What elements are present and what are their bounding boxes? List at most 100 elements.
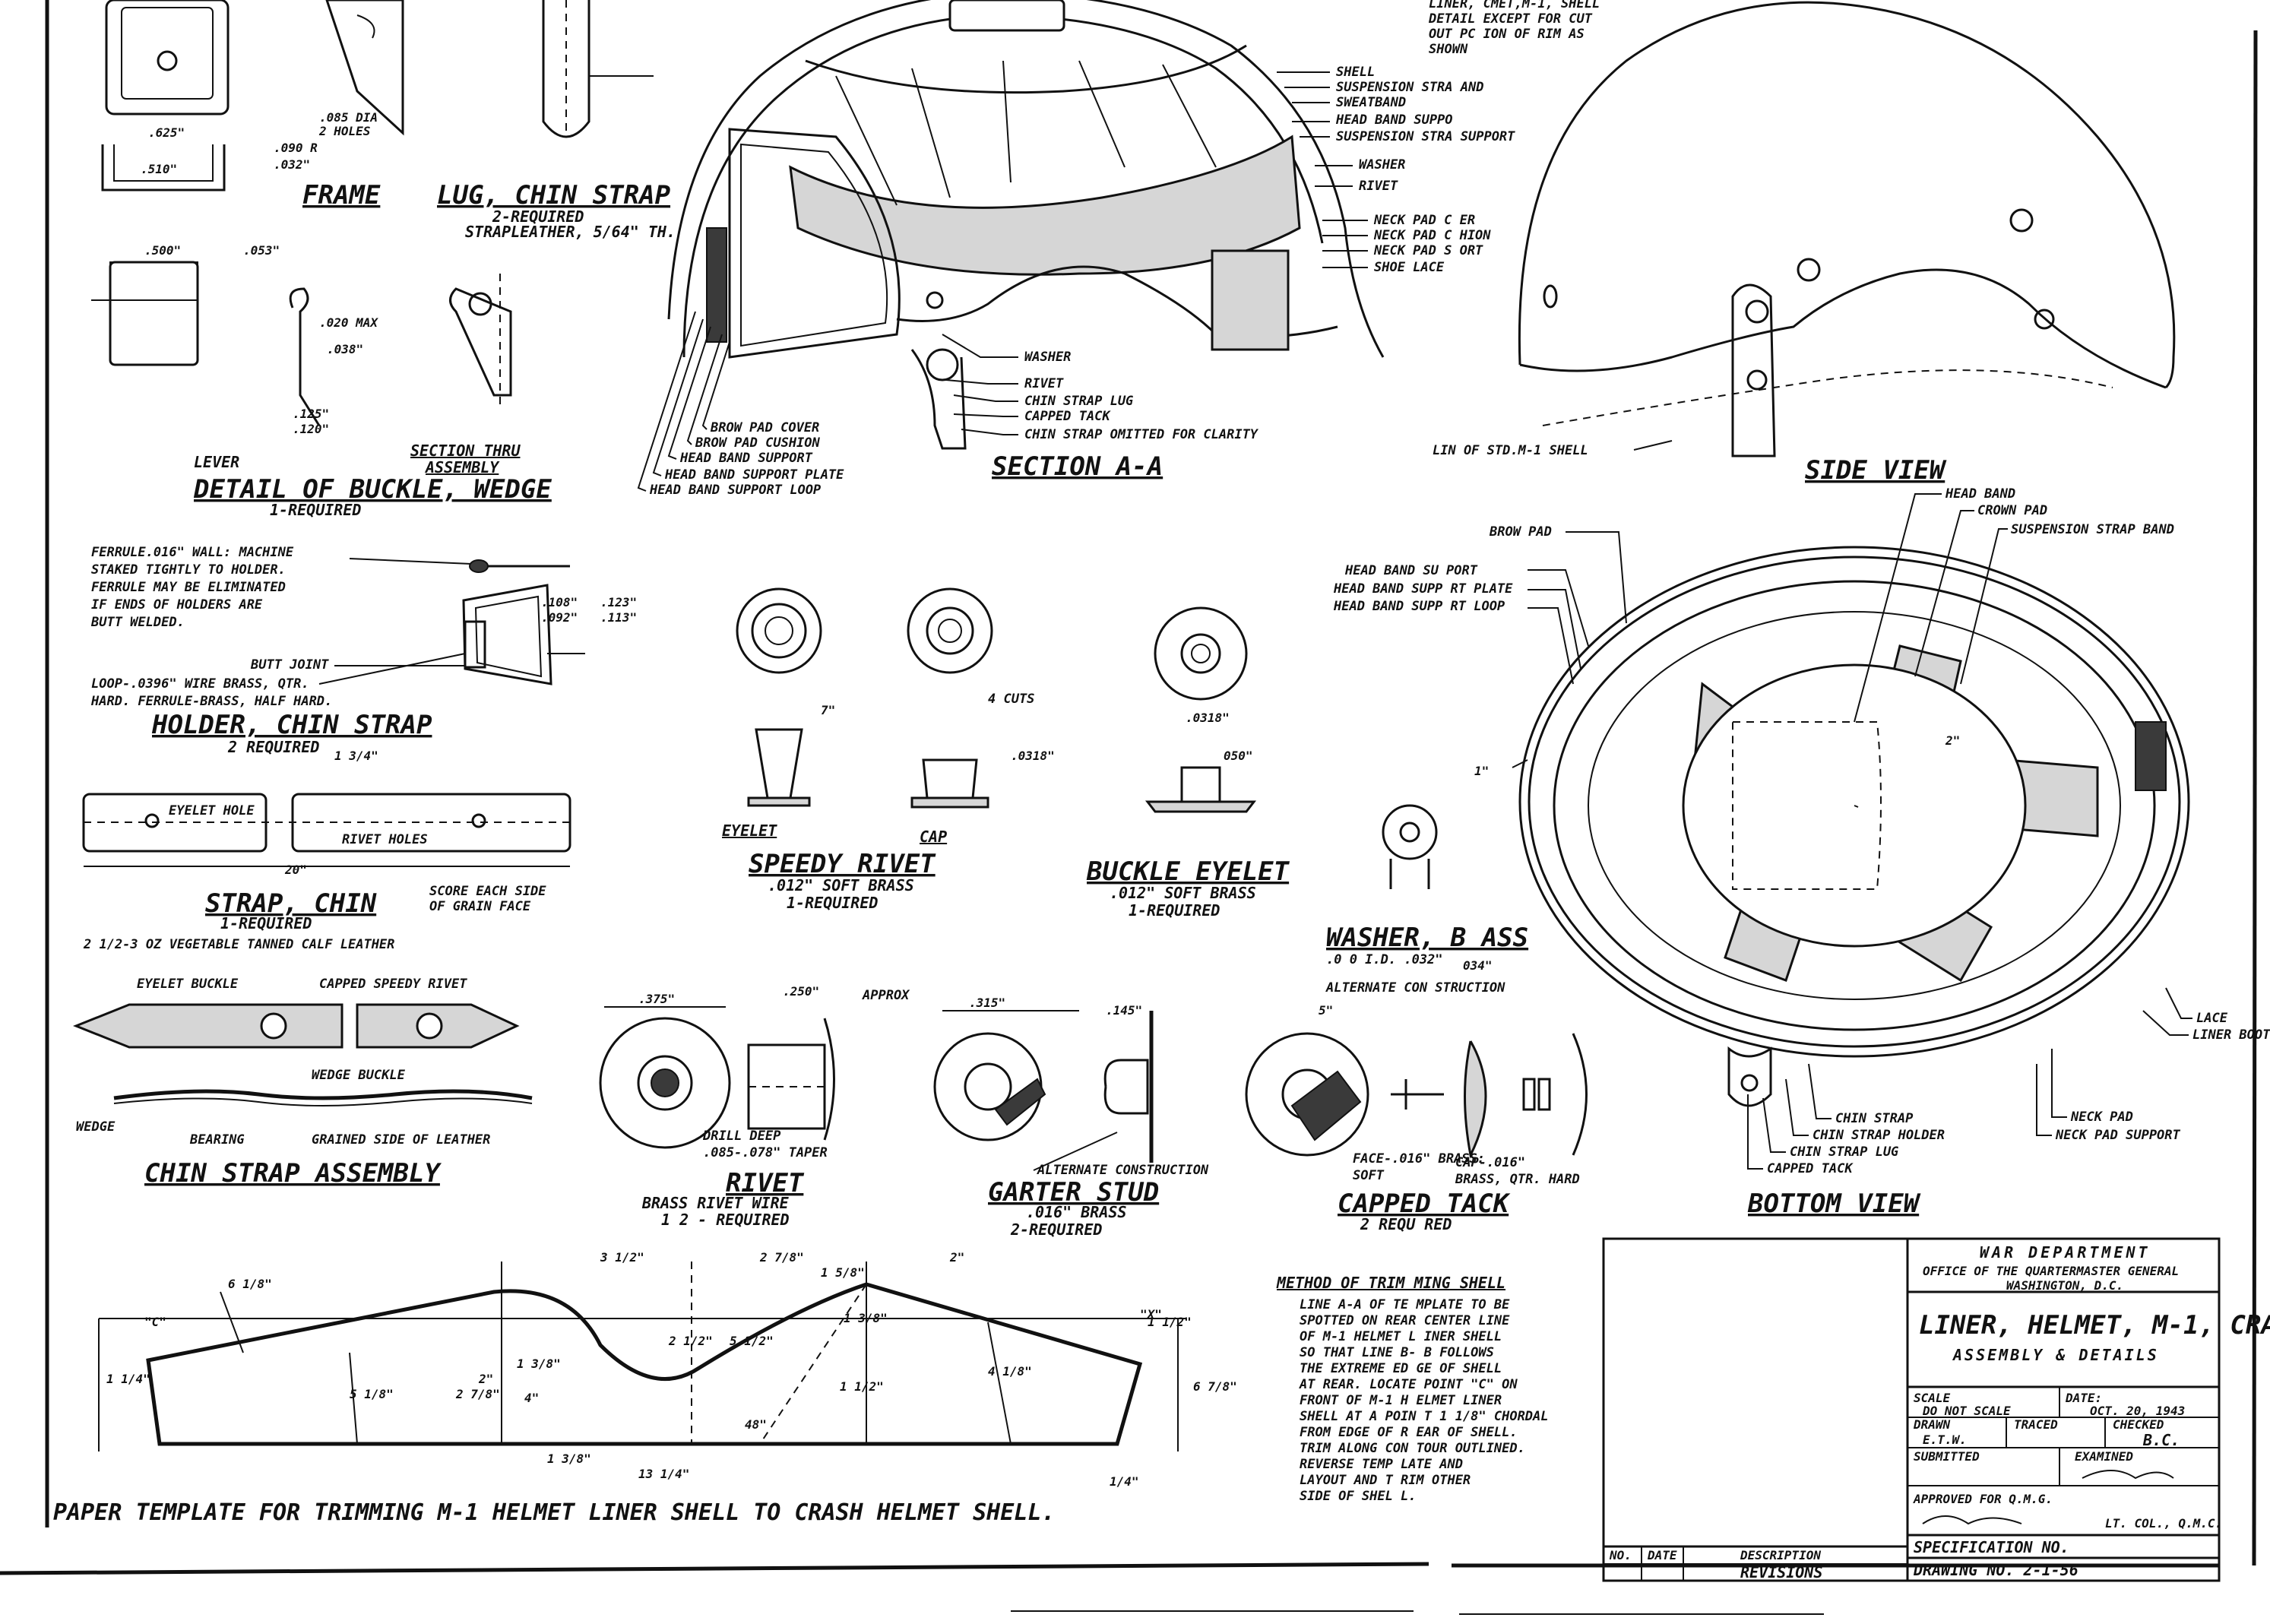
section-left-callouts: BROW PAD COVER BROW PAD CUSHION HEAD BAN… xyxy=(637,311,844,498)
dim-123: .123" xyxy=(600,595,637,609)
wedge-label: WEDGE xyxy=(76,1119,116,1135)
dim-125: .125" xyxy=(293,407,329,421)
washer-title: WASHER, B ASS xyxy=(1326,923,1528,953)
template-dim-10: 2 1/2" xyxy=(668,1334,713,1348)
method-line-13: SIDE OF SHEL L. xyxy=(1300,1489,1417,1504)
section-right-callouts: SHELL SUSPENSION STRA AND SWEATBAND HEAD… xyxy=(1277,65,1515,275)
grained-side-label: GRAINED SIDE OF LEATHER xyxy=(312,1132,490,1148)
dim-1-bottom: 1" xyxy=(1474,764,1489,778)
chin-strap-assembly-detail: EYELET BUCKLE CAPPED SPEEDY RIVET WEDGE … xyxy=(72,977,533,1148)
callout-brow-pad-cover: BROW PAD COVER xyxy=(710,420,819,435)
template-dim-3: 1 3/8" xyxy=(517,1356,561,1371)
dim-113: .113" xyxy=(600,610,637,625)
template-dim-4: 3 1/2" xyxy=(600,1250,644,1265)
bottom-view xyxy=(1512,546,2190,1107)
template-dim-19: 2 7/8" xyxy=(455,1387,500,1401)
buckle-eyelet-sub-1: .012" SOFT BRASS xyxy=(1110,884,1256,902)
side-view-note: LINER, CMET,M-1, SHELL DETAIL EXCEPT FOR… xyxy=(1428,0,1600,57)
callout-head-band-support-plate: HEAD BAND SUPPORT PLATE xyxy=(664,467,844,483)
rivet-holes-label: RIVET HOLES xyxy=(342,832,428,847)
dim-510: .510" xyxy=(141,162,177,176)
tb-drawn-label: DRAWN xyxy=(1913,1417,1951,1432)
method-line-6: AT REAR. LOCATE POINT "C" ON xyxy=(1299,1377,1518,1392)
dim-d0318-eyelet: .0318" xyxy=(1186,711,1230,725)
bottom-view-right-callouts: LACE LINER BOOT NECK PAD NECK PAD SUPPOR… xyxy=(2036,987,2270,1143)
butt-joint-label: BUTT JOINT xyxy=(250,657,329,673)
template-dim-13: 1 3/8" xyxy=(547,1451,591,1466)
method-line-11: REVERSE TEMP LATE AND xyxy=(1300,1457,1463,1472)
capped-speedy-label: CAPPED SPEEDY RIVET xyxy=(319,977,467,992)
template-point-x: "X" xyxy=(1140,1307,1162,1322)
lug-title: LUG, CHIN STRAP xyxy=(437,180,671,211)
dim-092: .092" xyxy=(541,610,578,625)
tb-rev-no: NO. xyxy=(1609,1548,1632,1562)
template-dim-12: 13 1/4" xyxy=(638,1467,689,1481)
cuts-label: 4 CUTS xyxy=(988,692,1034,707)
side-note-line-3: OUT PC ION OF RIM AS xyxy=(1429,27,1585,42)
dim-250: .250" xyxy=(783,984,819,999)
dim-050: 050" xyxy=(1224,749,1253,763)
tb-scale-label: SCALE xyxy=(1914,1391,1951,1405)
dim-2-bottom: 2" xyxy=(1945,733,1960,748)
drill-note-1: DRILL DEEP xyxy=(702,1129,781,1144)
rivet-sub-2: 1 2 - REQUIRED xyxy=(661,1211,790,1229)
garter-sub-1: .016" BRASS xyxy=(1026,1203,1126,1221)
dim-108: .108" xyxy=(541,595,578,609)
ferrule-note-2: STAKED TIGHTLY TO HOLDER. xyxy=(91,562,286,578)
capped-tack-detail: 5" FACE-.016" BRASS: SOFT CAP-.016" BRAS… xyxy=(1245,1003,1588,1187)
examined-signature xyxy=(2082,1470,2174,1480)
lever-detail: .500" .053" .020 MAX .038" .125" .120" L… xyxy=(91,243,378,471)
callout-brow-pad-cushion: BROW PAD CUSHION xyxy=(695,435,821,451)
lug-chin-strap-detail: LUG, CHIN STRAP 2-REQUIRED STRAPLEATHER,… xyxy=(437,0,676,241)
section-a-a-view xyxy=(667,0,1385,450)
callout-washer-bottom: WASHER xyxy=(1024,350,1071,365)
eyelet-hole-label: EYELET HOLE xyxy=(169,803,255,818)
tb-examined-label: EXAMINED xyxy=(2075,1449,2133,1464)
callout-rivet: RIVET xyxy=(1359,179,1398,194)
template-dim-21: 48" xyxy=(745,1417,767,1432)
dim-032: .032" xyxy=(274,157,310,172)
tb-date-label: DATE: xyxy=(2065,1391,2102,1405)
tb-approved-rank: LT. COL., Q.M.C. xyxy=(2105,1516,2222,1531)
ferrule-note-1: FERRULE.016" WALL: MACHINE xyxy=(91,545,294,560)
dim-5: 5" xyxy=(1319,1003,1333,1018)
dim-145: .145" xyxy=(1106,1003,1142,1018)
rivet-detail: .375" .250" APPROX DRILL DEEP .085-.078"… xyxy=(599,984,910,1160)
cap-title: CAP xyxy=(920,828,947,846)
eyelet-title: EYELET xyxy=(722,821,777,840)
wedge-buckle-label: WEDGE BUCKLE xyxy=(312,1068,406,1083)
callout-head-band: HEAD BAND xyxy=(1945,486,2015,502)
tb-revisions: REVISIONS xyxy=(1740,1563,1822,1581)
callout-head-band-support: HEAD BAND SU PORT xyxy=(1344,563,1478,578)
cap-note-1: CAP-.016" xyxy=(1455,1155,1525,1170)
method-line-2: SPOTTED ON REAR CENTER LINE xyxy=(1300,1313,1510,1328)
side-view xyxy=(1518,1,2176,457)
tb-checked-label: CHECKED xyxy=(2113,1417,2164,1432)
eyelet-buckle-label: EYELET BUCKLE xyxy=(137,977,239,992)
callout-neck-pad-cushion: NECK PAD C HION xyxy=(1373,228,1491,243)
frame-detail: .625" .510" FRAME xyxy=(101,0,381,211)
holder-sub: 2 REQUIRED xyxy=(227,738,319,756)
callout-capped-tack: CAPPED TACK xyxy=(1024,409,1111,424)
rivet-sub-1: BRASS RIVET WIRE xyxy=(641,1194,790,1212)
chin-strap-assembly-title: CHIN STRAP ASSEMBLY xyxy=(144,1158,442,1189)
title-block: WAR DEPARTMENT OFFICE OF THE QUARTERMAST… xyxy=(1602,1237,2270,1582)
template-dim-7: 2" xyxy=(949,1250,964,1265)
speedy-sub-2: 1-REQUIRED xyxy=(787,894,878,912)
dim-7: 7" xyxy=(821,703,835,717)
tb-rev-date: DATE xyxy=(1647,1548,1677,1562)
tb-approved: APPROVED FOR Q.M.G. xyxy=(1913,1492,2053,1506)
tb-city: WASHINGTON, D.C. xyxy=(2006,1278,2123,1293)
template-dim-6: 1 5/8" xyxy=(821,1265,865,1280)
template-dim-22: 1/4" xyxy=(1110,1474,1139,1489)
callout-chin-strap-lug: CHIN STRAP LUG xyxy=(1790,1144,1898,1160)
bearing-label: BEARING xyxy=(189,1132,245,1148)
callout-head-band-support-loop: HEAD BAND SUPP RT LOOP xyxy=(1333,599,1505,614)
callout-shell: SHELL xyxy=(1336,65,1375,80)
method-line-9: FROM EDGE OF R EAR OF SHELL. xyxy=(1300,1425,1518,1440)
callout-crown-pad: CROWN PAD xyxy=(1977,503,2047,518)
callout-suspension-strap-band: SUSPENSION STRA AND xyxy=(1336,80,1483,95)
side-note-line-2: DETAIL EXCEPT FOR CUT xyxy=(1428,11,1593,27)
dim-020: .020 MAX xyxy=(319,315,378,330)
